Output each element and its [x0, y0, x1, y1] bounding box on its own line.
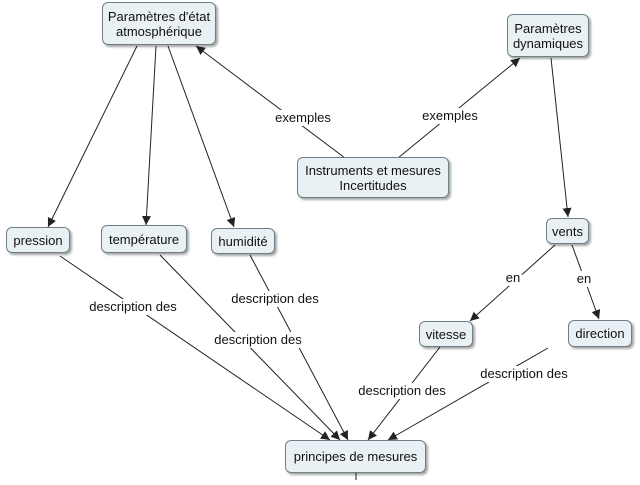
- node-temperature[interactable]: température: [101, 225, 187, 253]
- node-direction[interactable]: direction: [568, 320, 632, 347]
- node-pression[interactable]: pression: [6, 227, 70, 253]
- link-label-exemples-right: exemples: [420, 108, 480, 124]
- link-label-desc-humidite: description des: [229, 291, 321, 307]
- node-parametres-dynamiques[interactable]: Paramètres dynamiques: [507, 14, 589, 57]
- node-principes-de-mesures[interactable]: principes de mesures: [285, 440, 426, 473]
- edge-pression-principes: [59, 255, 331, 441]
- node-vents[interactable]: vents: [546, 218, 589, 244]
- link-label-desc-vitesse: description des: [356, 383, 448, 399]
- node-vitesse[interactable]: vitesse: [419, 321, 473, 347]
- link-label-desc-pression: description des: [87, 299, 179, 315]
- node-parametres-etat[interactable]: Paramètres d'état atmosphérique: [102, 2, 216, 45]
- link-label-en-left: en: [503, 270, 523, 286]
- edge-direction-principes: [387, 347, 549, 441]
- edge-etat-pression: [47, 45, 138, 228]
- edge-etat-temperature: [142, 45, 157, 226]
- link-label-desc-direction: description des: [478, 366, 570, 382]
- node-instruments[interactable]: Instruments et mesures Incertitudes: [297, 157, 449, 198]
- node-humidite[interactable]: humidité: [211, 228, 275, 254]
- edge-instruments-etat: [195, 45, 346, 159]
- link-label-en-right: en: [574, 271, 594, 287]
- edge-dyn-vents: [550, 57, 572, 218]
- link-label-desc-temperature: description des: [212, 332, 304, 348]
- edge-etat-humidite: [167, 45, 236, 228]
- link-label-exemples-left: exemples: [273, 110, 333, 126]
